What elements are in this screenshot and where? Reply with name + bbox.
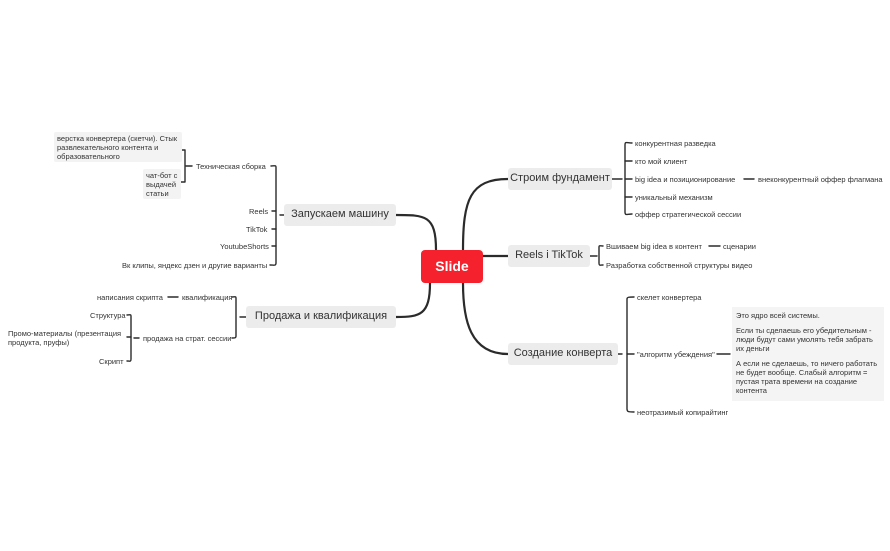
machine-item-other[interactable]: Вк клипы, яндекс дзен и другие варианты xyxy=(122,261,268,270)
sales-item-qualification[interactable]: квалификация xyxy=(182,293,233,302)
branch-sales[interactable]: Продажа и квалификация xyxy=(246,306,396,328)
foundation-item-2[interactable]: кто мой клиент xyxy=(635,157,688,166)
tech-subitem-2[interactable]: чат-бот с выдачей статьи xyxy=(143,169,181,199)
central-node[interactable]: Slide xyxy=(421,250,483,283)
note-line-2: Если ты сделаешь его убедительным - люди… xyxy=(736,326,873,353)
connector-center-converter xyxy=(461,281,510,356)
machine-item-tiktok[interactable]: TikTok xyxy=(246,225,268,234)
note-line-1: Это ядро всей системы. xyxy=(736,311,820,320)
foundation-item-1[interactable]: конкурентная разведка xyxy=(635,139,716,148)
connector-center-machine xyxy=(394,213,438,252)
connector-center-foundation xyxy=(461,177,510,252)
connector-center-sales xyxy=(394,281,432,319)
note-line-3: А если не сделаешь, то ничего работать н… xyxy=(736,359,878,395)
reels-item-2[interactable]: Разработка собственной структуры видео xyxy=(606,261,753,270)
foundation-item-4[interactable]: уникальный механизм xyxy=(635,193,713,202)
branch-converter[interactable]: Создание конверта xyxy=(508,343,618,365)
converter-item-1[interactable]: скелет конвертера xyxy=(637,293,702,302)
qualification-subitem[interactable]: написания скрипта xyxy=(97,293,163,302)
reels-item-1[interactable]: Вшиваем big idea в контент xyxy=(606,242,702,251)
branch-machine[interactable]: Запускаем машину xyxy=(284,204,396,226)
converter-item-3[interactable]: неотразимый копирайтинг xyxy=(637,408,729,417)
reels-subitem[interactable]: сценарии xyxy=(723,242,756,251)
session-subitem-structure[interactable]: Структура xyxy=(90,311,126,320)
machine-item-tech[interactable]: Техническая сборка xyxy=(196,162,266,171)
foundation-item-3[interactable]: big idea и позиционирование xyxy=(635,175,736,184)
converter-note[interactable]: Это ядро всей системы. Если ты сделаешь … xyxy=(732,307,884,401)
machine-item-shorts[interactable]: YoutubeShorts xyxy=(220,242,269,251)
branch-reels[interactable]: Reels i TikTok xyxy=(508,245,590,267)
session-subitem-promo[interactable]: Промо-материалы (презентация продукта, п… xyxy=(8,329,122,347)
machine-item-reels[interactable]: Reels xyxy=(249,207,269,216)
tech-subitem-1[interactable]: верстка конвертера (скетчи). Стык развле… xyxy=(54,132,182,162)
converter-item-2[interactable]: "алгоритм убеждения" xyxy=(637,350,715,359)
foundation-subitem[interactable]: внеконкурентный оффер флагмана xyxy=(758,175,883,184)
foundation-item-5[interactable]: оффер стратегической сессии xyxy=(635,210,742,219)
sales-item-session[interactable]: продажа на страт. сессии xyxy=(143,334,232,343)
branch-foundation[interactable]: Строим фундамент xyxy=(508,168,612,190)
session-subitem-script[interactable]: Скрипт xyxy=(99,357,124,366)
